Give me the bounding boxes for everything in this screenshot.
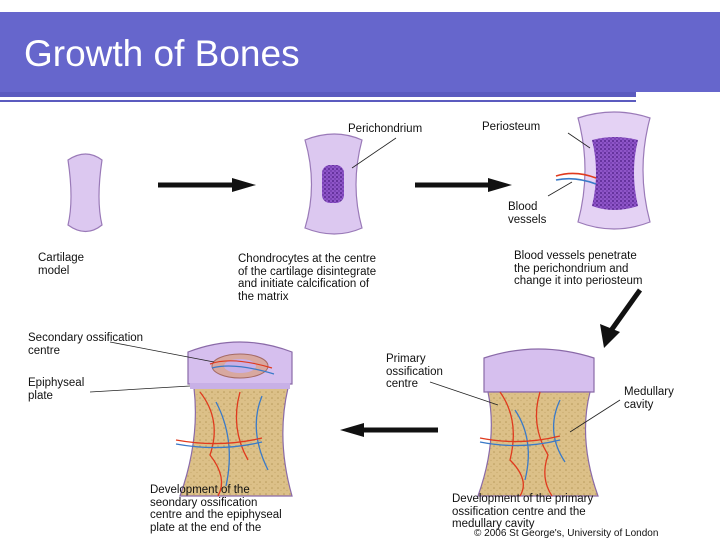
copyright-credit: © 2006 St George's, University of London: [474, 528, 659, 539]
chondrocytes-label: Chondrocytes at the centre of the cartil…: [238, 253, 377, 303]
title-underline-thin: [0, 100, 636, 102]
development-secondary-label: Development of the seondary ossification…: [150, 484, 282, 534]
development-primary-label: Development of the primary ossification …: [452, 493, 594, 530]
primary-ossification-label: Primary ossification centre: [386, 353, 443, 390]
cartilage-model-label: Cartilage model: [38, 252, 85, 277]
slide-title: Growth of Bones: [24, 33, 300, 74]
epiphyseal-plate-label: Epiphyseal plate: [28, 377, 85, 402]
cartilage-model-shape: [67, 153, 103, 233]
title-bar: [0, 12, 720, 92]
arrow-stage4-to-stage5: [340, 423, 438, 437]
secondary-ossification-label: Secondary ossification centre: [28, 332, 144, 357]
blood-vessels-label: Blood vessels: [508, 201, 547, 226]
periosteum-label: Periosteum: [482, 121, 541, 133]
bone-growth-diagram: [67, 111, 651, 497]
secondary-ossification-stage-shape: [89, 341, 293, 497]
title-underline: [0, 92, 636, 97]
arrow-stage3-to-stage4: [600, 288, 643, 348]
primary-ossification-stage-shape: [429, 348, 621, 497]
arrow-stage2-to-stage3: [415, 178, 512, 192]
blood-vessels-penetrate-label: Blood vessels penetrate the perichondriu…: [514, 250, 643, 287]
medullary-cavity-label: Medullary cavity: [624, 386, 674, 411]
arrow-stage1-to-stage2: [158, 178, 256, 192]
perichondrium-label: Perichondrium: [348, 123, 423, 135]
periosteum-stage-shape: [547, 111, 651, 230]
chondrocyte-stage-shape: [304, 133, 397, 235]
